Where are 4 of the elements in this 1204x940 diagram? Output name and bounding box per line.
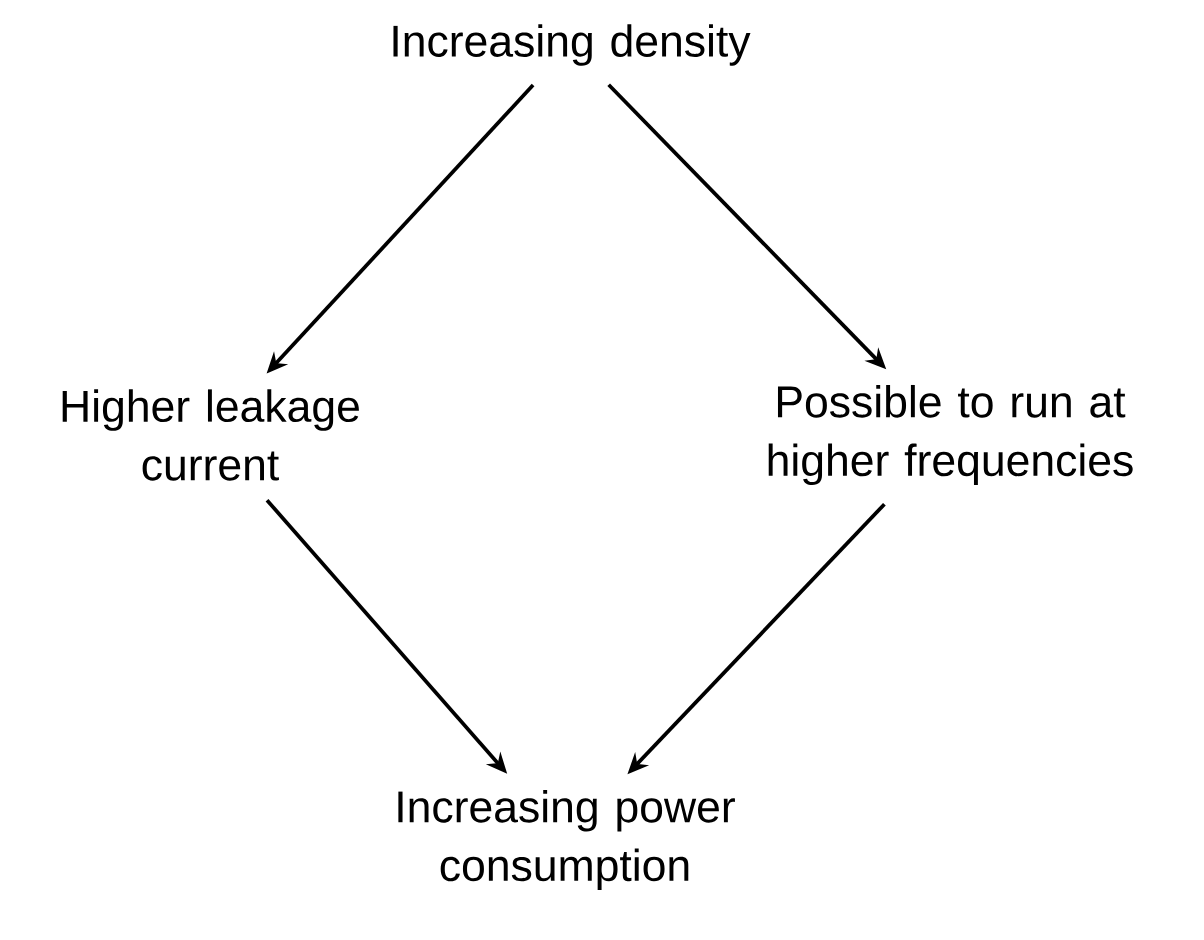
text-label: Increasing power consumption xyxy=(398,789,735,891)
text-label: Increasing density xyxy=(393,24,751,66)
text-label: Possible to run at higher frequencies xyxy=(768,384,1133,486)
text-label: Higher leakage current xyxy=(62,389,359,481)
